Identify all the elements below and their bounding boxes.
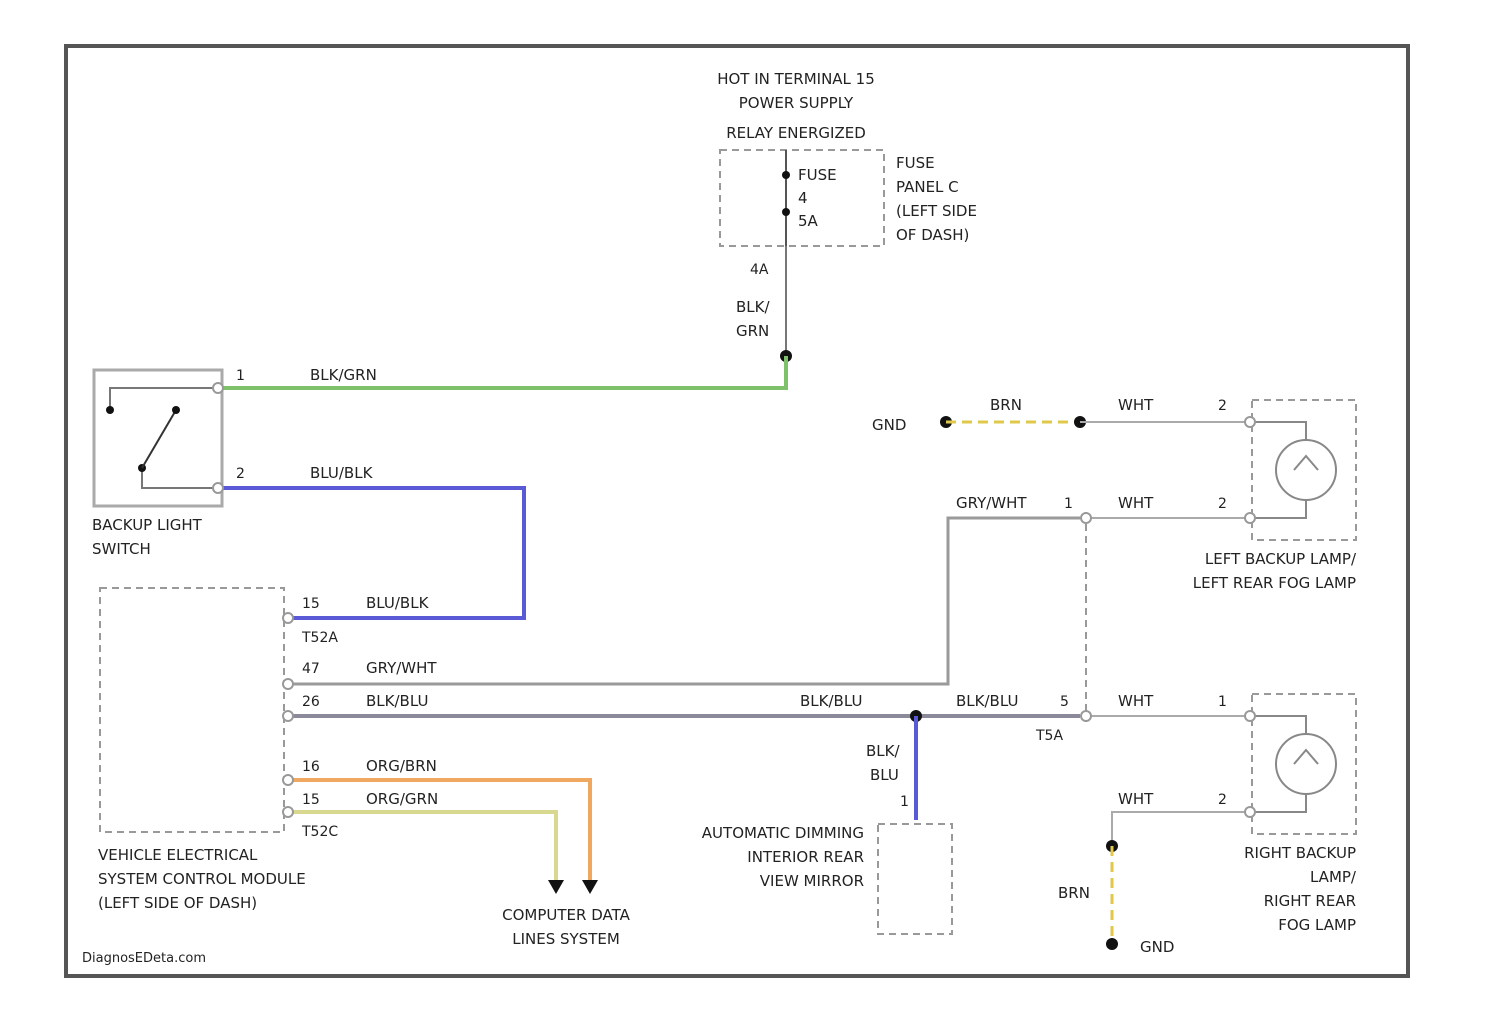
right-lamp-label-1: RIGHT BACKUP bbox=[1244, 844, 1356, 862]
right-lamp-pin-top: 1 bbox=[1218, 694, 1227, 710]
backup-switch-label-1: BACKUP LIGHT bbox=[92, 516, 203, 534]
right-lamp-ground-dot bbox=[1106, 938, 1118, 950]
vescm-wire-b-color: GRY/WHT bbox=[366, 659, 437, 677]
vescm-pin-47: 47 bbox=[302, 661, 320, 677]
fuse-number: 4 bbox=[798, 189, 808, 207]
terminal-left-lamp-bottom bbox=[1245, 513, 1255, 523]
fuse-terminal-top bbox=[782, 171, 790, 179]
left-lamp-label-2: LEFT REAR FOG LAMP bbox=[1193, 574, 1356, 592]
switch-pin-2: 2 bbox=[236, 466, 245, 482]
vescm-wire-d-color: ORG/BRN bbox=[366, 757, 437, 775]
right-lamp-wht-top-color: WHT bbox=[1118, 692, 1154, 710]
vescm-connector-a: T52A bbox=[301, 630, 338, 646]
mirror-label-2: INTERIOR REAR bbox=[747, 848, 864, 866]
vescm-connector-b: T52C bbox=[301, 824, 338, 840]
fuse-panel-label-1: FUSE bbox=[896, 154, 935, 172]
fuse-terminal-bottom bbox=[782, 208, 790, 216]
left-lamp-gry-wht-color: GRY/WHT bbox=[956, 494, 1027, 512]
vescm-pin-15a: 15 bbox=[302, 596, 320, 612]
terminal-vescm-26 bbox=[283, 711, 293, 721]
computer-data-label-2: LINES SYSTEM bbox=[512, 930, 620, 948]
right-lamp-brn-color: BRN bbox=[1058, 884, 1090, 902]
left-lamp-wht-bottom-color: WHT bbox=[1118, 494, 1154, 512]
power-supply-line-1: HOT IN TERMINAL 15 bbox=[717, 70, 875, 88]
fuse-pin-label: 4A bbox=[750, 262, 769, 278]
watermark: DiagnosEDeta.com bbox=[82, 951, 206, 966]
fuse-panel-label-3: (LEFT SIDE bbox=[896, 202, 977, 220]
left-lamp-brn-color: BRN bbox=[990, 396, 1022, 414]
vescm-label-3: (LEFT SIDE OF DASH) bbox=[98, 894, 257, 912]
mirror-wire-color-1: BLK/ bbox=[866, 742, 900, 760]
vescm-wire-e-color: ORG/GRN bbox=[366, 790, 438, 808]
switch-contact-1 bbox=[106, 406, 114, 414]
switch-blade-pivot bbox=[172, 406, 180, 414]
power-supply-line-2: POWER SUPPLY bbox=[739, 94, 854, 112]
vescm-pin-15e: 15 bbox=[302, 792, 320, 808]
mirror-pin: 1 bbox=[900, 794, 909, 810]
left-lamp-pin-in: 1 bbox=[1064, 496, 1073, 512]
power-supply-header: HOT IN TERMINAL 15 POWER SUPPLY RELAY EN… bbox=[717, 70, 875, 142]
right-lamp-label-4: FOG LAMP bbox=[1278, 916, 1356, 934]
terminal-vescm-15e bbox=[283, 807, 293, 817]
left-lamp-pin-bottom: 2 bbox=[1218, 496, 1227, 512]
right-lamp-wht-bottom-color: WHT bbox=[1118, 790, 1154, 808]
vescm-label-2: SYSTEM CONTROL MODULE bbox=[98, 870, 306, 888]
terminal-right-lamp-bottom bbox=[1245, 807, 1255, 817]
fuse-label: FUSE bbox=[798, 166, 837, 184]
fuse-panel-label-4: OF DASH) bbox=[896, 226, 969, 244]
mirror-wire-color-2: BLU bbox=[870, 766, 899, 784]
fuse-panel-label-2: PANEL C bbox=[896, 178, 959, 196]
computer-data-label-1: COMPUTER DATA bbox=[502, 906, 630, 924]
terminal-vescm-47 bbox=[283, 679, 293, 689]
switch-wire-2-color: BLU/BLK bbox=[310, 464, 374, 482]
vescm-pin-16: 16 bbox=[302, 759, 320, 775]
terminal-switch-1 bbox=[213, 383, 223, 393]
terminal-left-lamp-top bbox=[1245, 417, 1255, 427]
right-lamp-label-2: LAMP/ bbox=[1310, 868, 1357, 886]
mirror-label-3: VIEW MIRROR bbox=[760, 872, 864, 890]
terminal-t5a-1 bbox=[1081, 513, 1091, 523]
fuse-wire-color-1: BLK/ bbox=[736, 298, 770, 316]
vescm-pin-26: 26 bbox=[302, 694, 320, 710]
vescm-label-1: VEHICLE ELECTRICAL bbox=[98, 846, 258, 864]
splice-wire-left-color: BLK/BLU bbox=[800, 692, 862, 710]
vescm-wire-c-color: BLK/BLU bbox=[366, 692, 428, 710]
terminal-vescm-16 bbox=[283, 775, 293, 785]
splice-connector: T5A bbox=[1035, 728, 1063, 744]
relay-energized-label: RELAY ENERGIZED bbox=[726, 124, 866, 142]
backup-switch-label-2: SWITCH bbox=[92, 540, 151, 558]
mirror-label-1: AUTOMATIC DIMMING bbox=[702, 824, 864, 842]
terminal-t5a-5 bbox=[1081, 711, 1091, 721]
left-lamp-ground-label: GND bbox=[872, 416, 906, 434]
splice-pin: 5 bbox=[1060, 694, 1069, 710]
vescm-wire-a-color: BLU/BLK bbox=[366, 594, 430, 612]
left-lamp-label-1: LEFT BACKUP LAMP/ bbox=[1205, 550, 1357, 568]
left-lamp-wht-top-color: WHT bbox=[1118, 396, 1154, 414]
terminal-right-lamp-top bbox=[1245, 711, 1255, 721]
right-lamp-pin-bottom: 2 bbox=[1218, 792, 1227, 808]
fuse-wire-color-2: GRN bbox=[736, 322, 769, 340]
switch-pin-1: 1 bbox=[236, 368, 245, 384]
terminal-switch-2 bbox=[213, 483, 223, 493]
splice-wire-right-color: BLK/BLU bbox=[956, 692, 1018, 710]
right-lamp-label-3: RIGHT REAR bbox=[1264, 892, 1356, 910]
right-lamp-ground-label: GND bbox=[1140, 938, 1174, 956]
terminal-vescm-15a bbox=[283, 613, 293, 623]
fuse-rating: 5A bbox=[798, 212, 819, 230]
left-lamp-pin-top: 2 bbox=[1218, 398, 1227, 414]
switch-wire-1-color: BLK/GRN bbox=[310, 366, 377, 384]
